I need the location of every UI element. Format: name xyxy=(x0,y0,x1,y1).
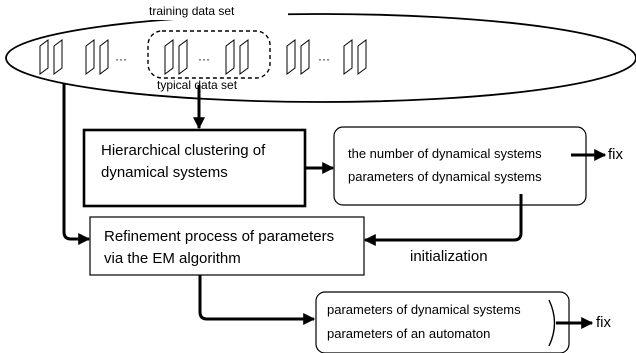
data-icons xyxy=(39,39,367,75)
clustering-label-line1: Hierarchical clustering of xyxy=(101,142,266,159)
final-output-bracket xyxy=(548,299,556,347)
ellipsis-1: ··· xyxy=(115,52,127,66)
final-output-line2: parameters of an automaton xyxy=(327,326,491,341)
refinement-label-line2: via the EM algorithm xyxy=(104,250,241,267)
data-icon xyxy=(239,39,249,75)
arrow-initialization xyxy=(363,194,523,246)
clustering-label-line2: dynamical systems xyxy=(101,164,228,181)
clustering-output-box xyxy=(333,126,587,206)
fix-label-top: fix xyxy=(608,146,623,163)
data-icon xyxy=(39,39,49,75)
data-icon xyxy=(300,39,310,75)
ellipsis-2: ··· xyxy=(198,52,210,66)
typical-data-set-label: typical data set xyxy=(157,78,238,92)
final-output-line1: parameters of dynamical systems xyxy=(327,302,521,317)
ellipsis-3: ··· xyxy=(318,52,330,66)
data-icon xyxy=(85,39,95,75)
refinement-label-line1: Refinement process of parameters xyxy=(104,228,335,245)
data-icon xyxy=(164,39,174,75)
title-gap xyxy=(140,6,288,20)
arrow-refinement-to-final xyxy=(198,275,316,325)
initialization-label: initialization xyxy=(410,248,488,265)
data-icon xyxy=(99,39,109,75)
data-icon xyxy=(286,39,296,75)
data-icon xyxy=(225,39,235,75)
typical-data-region xyxy=(147,30,271,79)
clustering-output-line1: the number of dynamical systems xyxy=(348,146,542,161)
arrow-training-to-refinement xyxy=(62,84,91,245)
training-data-ellipse xyxy=(5,13,636,103)
data-icon xyxy=(178,39,188,75)
training-data-set-label: training data set xyxy=(149,4,235,18)
data-icon xyxy=(53,39,63,75)
refinement-box xyxy=(89,216,365,276)
data-icon xyxy=(357,39,367,75)
fix-label-bottom: fix xyxy=(596,314,611,331)
data-icon xyxy=(343,39,353,75)
clustering-output-line2: parameters of dynamical systems xyxy=(348,169,542,184)
